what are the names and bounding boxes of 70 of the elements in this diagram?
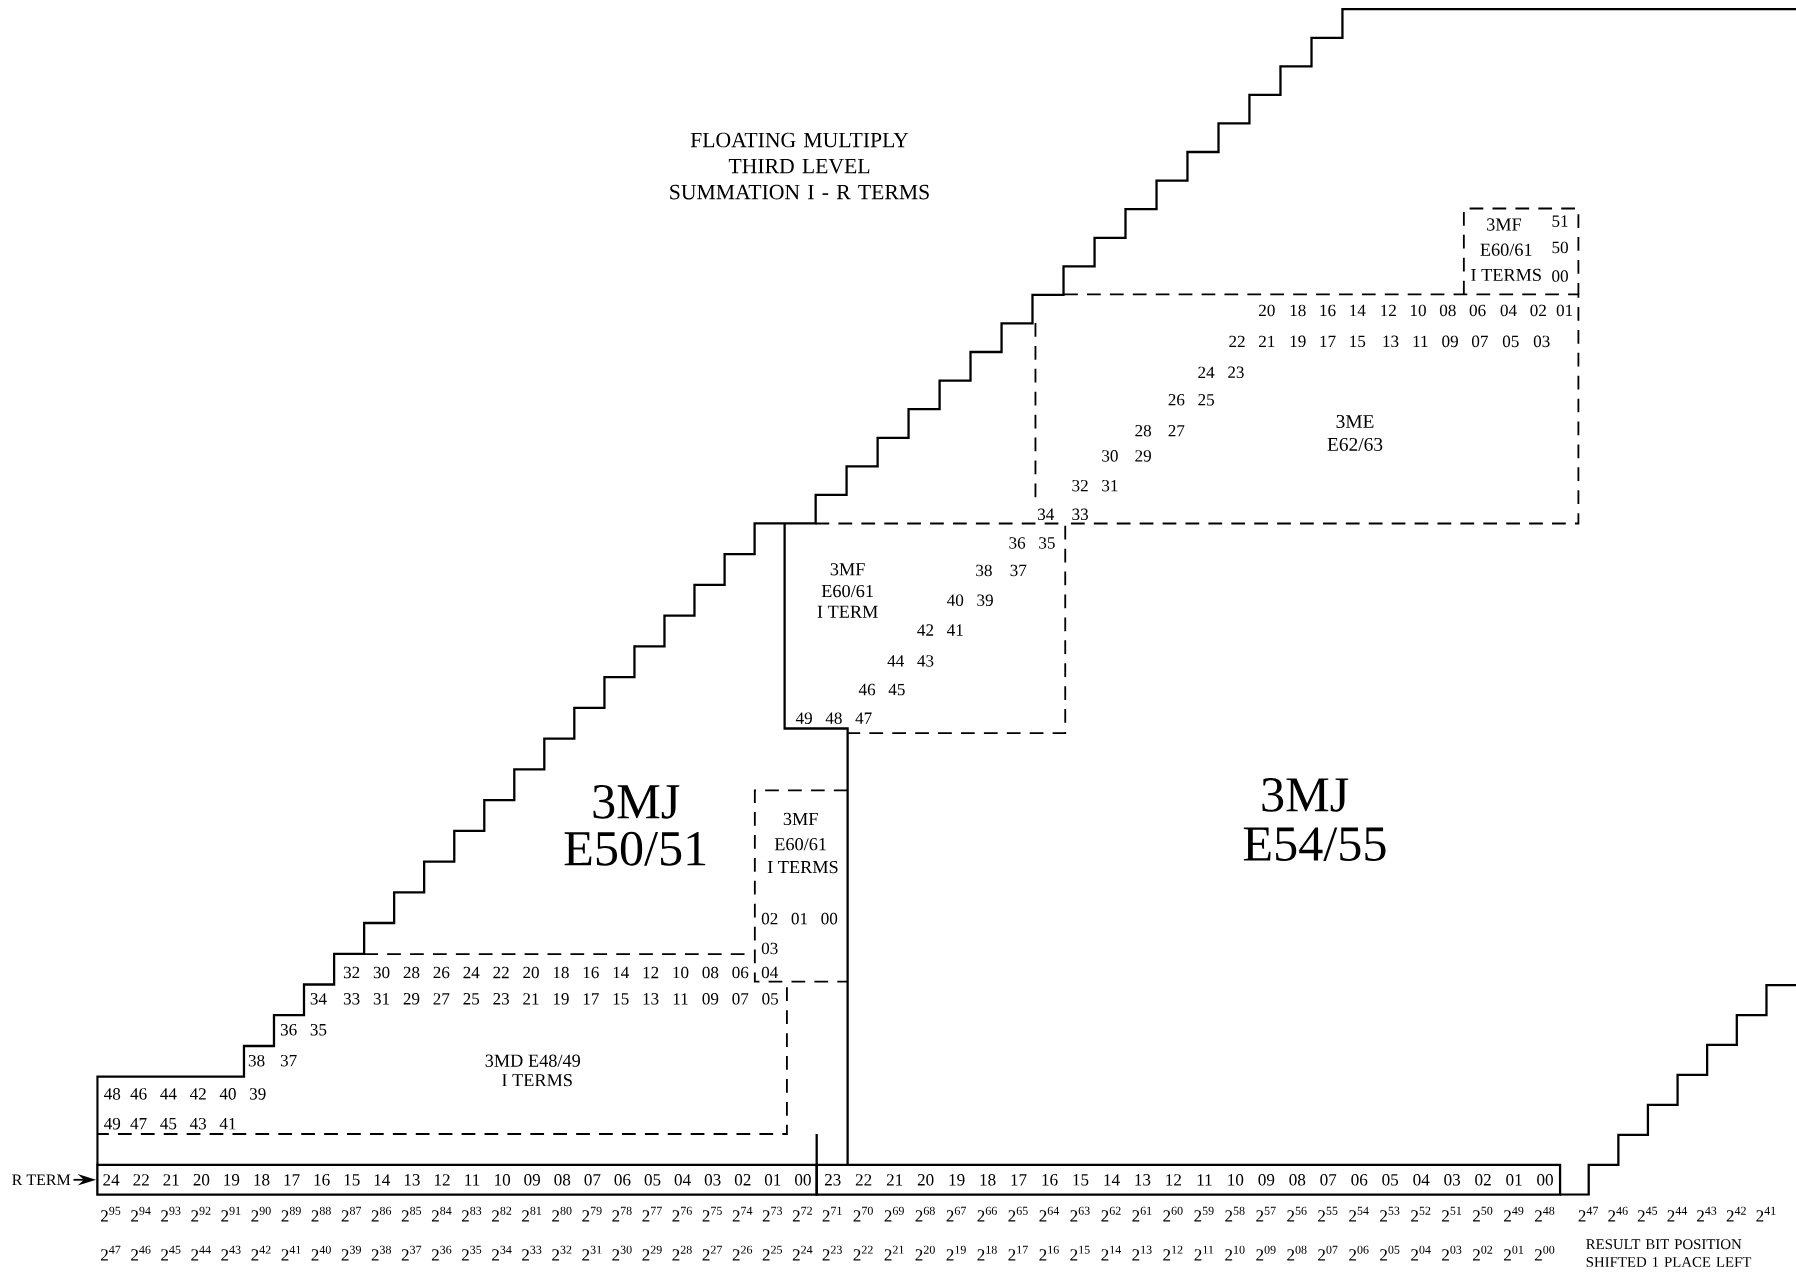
bit-weight-label: 2$^{31}$ — [582, 1245, 602, 1261]
bit-weight-label: 2$^{23}$ — [822, 1245, 842, 1261]
row-label: R TERM — [12, 1174, 71, 1186]
bit-weight-label: 2$^{14}$ — [1101, 1245, 1121, 1261]
bit-weight-label: 2$^{06}$ — [1349, 1245, 1369, 1261]
bit-weight-label: 2$^{20}$ — [915, 1245, 935, 1261]
bit-weight-label: 2$^{08}$ — [1287, 1245, 1307, 1261]
bit-weight-label: 2$^{26}$ — [732, 1245, 753, 1261]
bit-weight-label: 2$^{00}$ — [1534, 1245, 1555, 1261]
bit-weight-label: 2$^{24}$ — [792, 1245, 813, 1261]
title: FLOATING MULTIPLY THIRD LEVEL SUMMATION I - R TERMS — [670, 132, 929, 200]
bit-weight-label: 2$^{43}$ — [221, 1245, 241, 1261]
note: RESULT BIT POSITION SHIFTED 1 PLACE LEFT — [1586, 1239, 1752, 1268]
bit-weight-label: 2$^{32}$ — [552, 1245, 572, 1261]
region-label: 3MJ E54/55 — [1243, 778, 1386, 862]
dashed-region: 3MF E60/61 I TERMS 51 50 00 — [1462, 207, 1580, 296]
bit-weight-label: 2$^{29}$ — [642, 1245, 662, 1261]
bit-weight-label: 2$^{45}$ — [1637, 1206, 1658, 1222]
bit-weight-label: 2$^{17}$ — [1008, 1245, 1028, 1261]
bit-weight-label: 2$^{09}$ — [1256, 1245, 1276, 1261]
bit-weight-label: 2$^{01}$ — [1504, 1245, 1524, 1261]
bit-weight-label: 2$^{04}$ — [1411, 1245, 1431, 1261]
bit-weight-label: 2$^{22}$ — [853, 1245, 873, 1261]
bit-weight-label: 2$^{02}$ — [1473, 1245, 1493, 1261]
bit-weight-label: 2$^{13}$ — [1132, 1245, 1152, 1261]
bit-weight-label: 2$^{11}$ — [1194, 1245, 1214, 1261]
bit-weight-label: 2$^{72}$ — [792, 1206, 812, 1222]
bit-weight-label: 2$^{36}$ — [431, 1245, 452, 1261]
bit-weight-label: 2$^{30}$ — [612, 1245, 632, 1261]
bit-weight-label: 2$^{70}$ — [853, 1206, 873, 1222]
dashed-region: 3MF E60/61 I TERMS 02 01 00 03 04 — [753, 789, 849, 983]
bit-weight-label: 2$^{03}$ — [1442, 1245, 1462, 1261]
bit-weight-label: 2$^{16}$ — [1039, 1245, 1059, 1261]
bit-weight-label: 2$^{25}$ — [762, 1245, 783, 1261]
bit-weight-label: 2$^{46}$ — [131, 1245, 151, 1261]
bit-weight-label: 2$^{41}$ — [1756, 1206, 1776, 1222]
bit-weight-label: 2$^{47}$ — [1578, 1206, 1599, 1222]
bit-weight-label: 2$^{15}$ — [1070, 1245, 1090, 1261]
bit-weight-label: 2$^{19}$ — [946, 1245, 966, 1261]
bit-weight-label: 2$^{43}$ — [1697, 1206, 1717, 1222]
bit-weight-label: 2$^{41}$ — [281, 1245, 301, 1261]
bit-weight-label: 2$^{34}$ — [492, 1245, 512, 1261]
bit-weight-label: 2$^{21}$ — [884, 1245, 904, 1261]
bit-weight-label: 2$^{10}$ — [1225, 1245, 1245, 1261]
bit-weight-label: 2$^{47}$ — [101, 1245, 121, 1261]
bit-weight-label: 2$^{35}$ — [461, 1245, 482, 1261]
bit-row-box: 23 22 21 20 19 18 17 16 15 14 13 12 11 10 09 08 07 06 05 04 03 02 01 00 — [815, 1163, 1562, 1196]
bit-row-box: 24 22 21 20 19 18 17 16 15 14 13 12 11 10 09 08 07 06 05 04 03 02 01 00 — [96, 1163, 818, 1196]
bit-weight-label: 2$^{42}$ — [251, 1245, 271, 1261]
bit-weight-label: 2$^{27}$ — [702, 1245, 723, 1261]
bit-weight-label: 2$^{38}$ — [371, 1245, 392, 1261]
bit-weight-label: 2$^{28}$ — [672, 1245, 692, 1261]
bit-weight-label: 2$^{73}$ — [762, 1206, 783, 1222]
bit-weight-label: 2$^{42}$ — [1726, 1206, 1746, 1222]
bit-weight-label: 2$^{71}$ — [822, 1206, 842, 1222]
bit-weight-label: 2$^{12}$ — [1163, 1245, 1183, 1261]
bit-weight-label: 2$^{46}$ — [1608, 1206, 1628, 1222]
bit-weight-label: 2$^{45}$ — [161, 1245, 181, 1261]
bit-weight-label: 2$^{40}$ — [311, 1245, 331, 1261]
bit-weight-label: 2$^{05}$ — [1380, 1245, 1400, 1261]
dashed-region: 3MF E60/61 I TERM 36 35 38 37 40 39 42 41 44 43 46 45 49 48 47 — [795, 522, 1067, 735]
bit-weight-label: 2$^{39}$ — [341, 1245, 361, 1261]
region-label: 3MJ E50/51 — [564, 785, 706, 866]
bit-weight-label: 2$^{07}$ — [1318, 1245, 1338, 1261]
bit-weight-label: 2$^{44}$ — [1667, 1206, 1688, 1222]
bit-weight-label: 2$^{44}$ — [191, 1245, 211, 1261]
dashed-region: 3ME E62/63 20 18 16 14 12 10 08 06 04 02 01 22 21 19 17 15 13 11 09 07 05 03 24 23 26 25 28 27 30 29 32 31 34 33 — [1034, 293, 1580, 525]
bit-weight-label: 2$^{37}$ — [401, 1245, 422, 1261]
bit-weight-label: 2$^{33}$ — [522, 1245, 542, 1261]
bit-weight-label: 2$^{18}$ — [977, 1245, 997, 1261]
